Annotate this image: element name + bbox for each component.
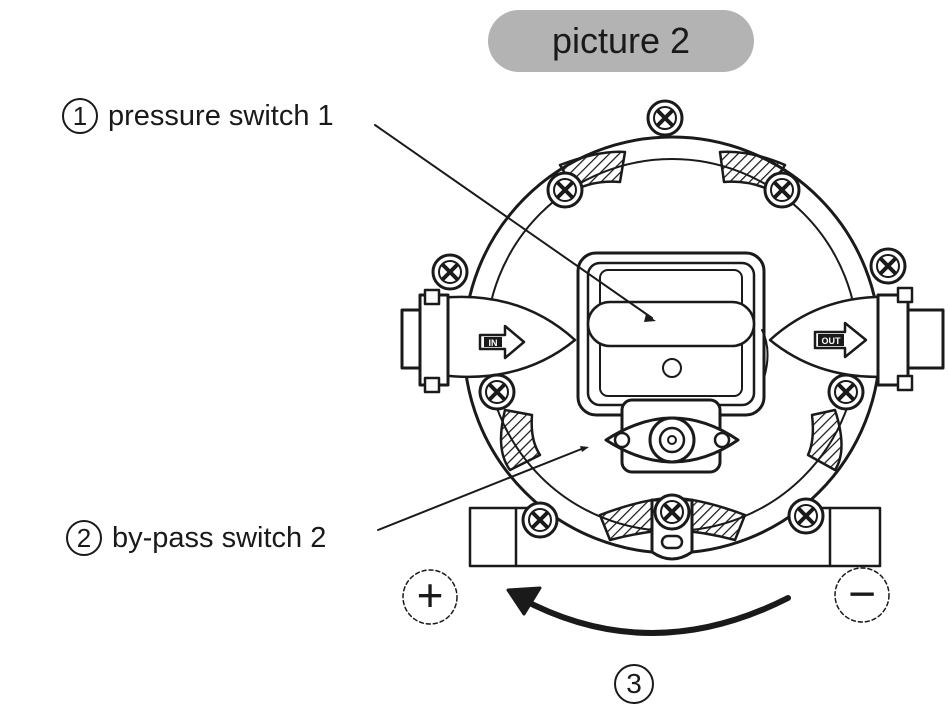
screw-icon (763, 171, 801, 209)
inlet-label: IN (489, 338, 498, 348)
positive-terminal-icon: + (402, 569, 458, 625)
callout-text: by-pass switch 2 (112, 521, 327, 554)
picture-title: picture 2 (488, 10, 754, 72)
leader-lines (374, 124, 656, 531)
negative-terminal-icon: − (834, 567, 890, 623)
callout-number: 1 (62, 98, 98, 134)
leader-line-bypass-switch (377, 447, 585, 531)
inlet-port: IN (400, 288, 526, 394)
screw-icon (827, 373, 865, 411)
outlet-label: OUT (822, 336, 842, 346)
screw-icon (869, 247, 907, 285)
negative-symbol: − (848, 568, 876, 621)
screw-icon (653, 493, 691, 531)
bypass-switch (604, 398, 740, 474)
callout-bypass-switch: 2 by-pass switch 2 (66, 520, 326, 556)
callout-number: 3 (614, 664, 654, 704)
positive-symbol: + (417, 569, 444, 621)
callout-pressure-switch: 1 pressure switch 1 (62, 98, 334, 134)
screw-icon (521, 501, 559, 539)
screw-icon (787, 497, 825, 535)
callout-number: 2 (66, 520, 102, 556)
screw-icon (431, 253, 469, 291)
screw-icon (546, 171, 584, 209)
pressure-switch (576, 251, 769, 417)
callout-text: pressure switch 1 (108, 99, 334, 132)
outlet-port: OUT (813, 286, 945, 392)
rotation-arrow-icon (506, 586, 791, 636)
leader-line-pressure-switch (374, 124, 653, 319)
screw-icon (478, 373, 516, 411)
callout-rotation: 3 (614, 664, 654, 704)
screw-icon (646, 99, 684, 137)
